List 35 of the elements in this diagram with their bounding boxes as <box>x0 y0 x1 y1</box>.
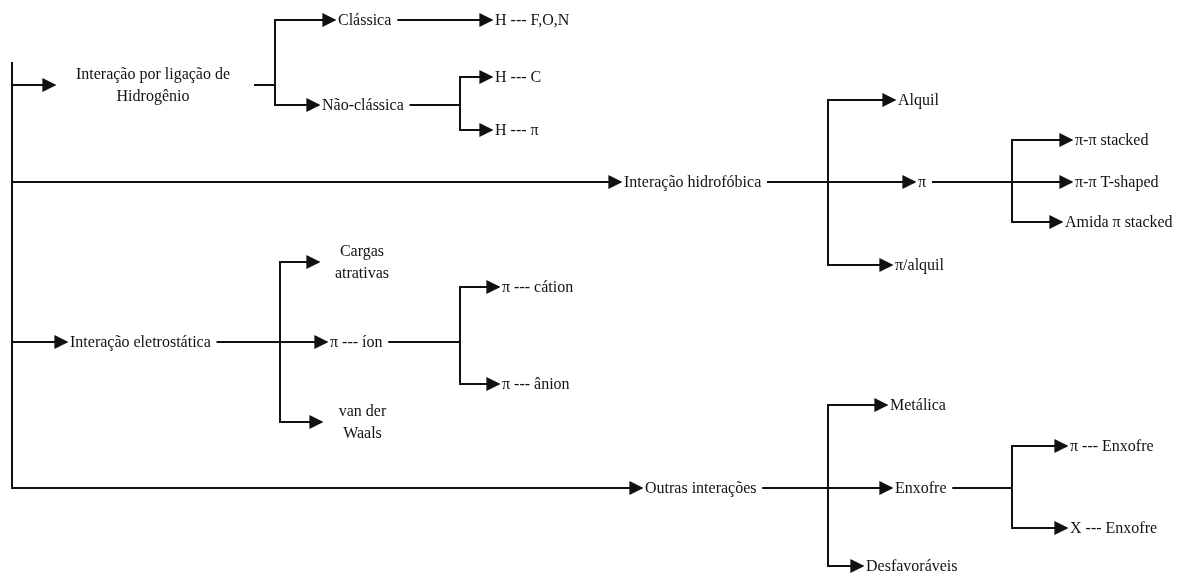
category-label: Clássica <box>338 9 392 31</box>
category-label: van der Waals <box>325 400 400 444</box>
category-label: Desfavoráveis <box>866 555 958 577</box>
arrow <box>766 181 894 272</box>
arrow <box>761 487 865 573</box>
category-label: π --- Enxofre <box>1070 435 1154 457</box>
category-label: π <box>918 171 927 193</box>
category-label: Não-clássica <box>322 94 404 116</box>
category-label: Enxofre <box>895 477 947 499</box>
category-label: π --- cátion <box>502 276 574 298</box>
category-label: Metálica <box>890 394 946 416</box>
category-label: X --- Enxofre <box>1070 517 1158 539</box>
category-label: π-π T-shaped <box>1075 171 1159 193</box>
category-label: Outras interações <box>645 477 757 499</box>
arrow <box>387 341 501 391</box>
category-label: π-π stacked <box>1075 129 1149 151</box>
arrow <box>396 13 494 27</box>
category-label: H --- C <box>495 66 542 88</box>
arrow <box>11 61 644 495</box>
category-label: Interação eletrostática <box>70 331 211 353</box>
arrow <box>253 84 321 112</box>
arrow <box>951 487 1069 535</box>
category-label: H --- π <box>495 119 539 141</box>
arrow <box>931 181 1064 229</box>
category-label: Interação por ligação de Hidrogênio <box>58 63 248 107</box>
arrow <box>408 104 494 137</box>
category-label: π --- íon <box>330 331 383 353</box>
category-label: π --- ânion <box>502 373 570 395</box>
arrow <box>215 341 324 429</box>
category-label: H --- F,O,N <box>495 9 570 31</box>
category-label: π/alquil <box>895 254 944 276</box>
category-label: Alquil <box>898 89 939 111</box>
category-label: Interação hidrofóbica <box>624 171 762 193</box>
category-label: Amida π stacked <box>1065 211 1173 233</box>
category-label: Cargas atrativas <box>322 240 402 284</box>
